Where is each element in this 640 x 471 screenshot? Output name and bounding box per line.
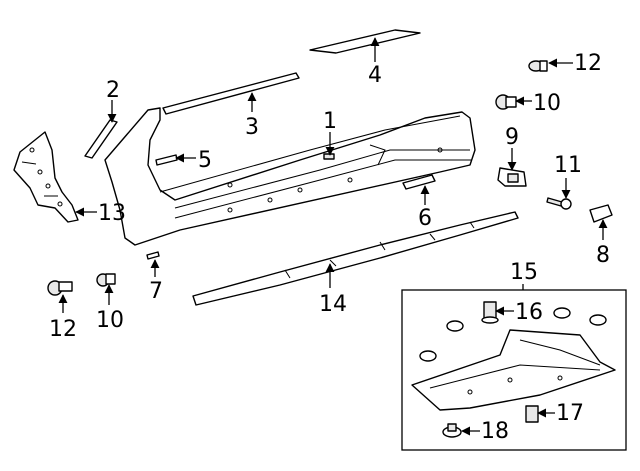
callout-labels: 1 2 4 3 5 6 7 8 9 10 11 12 12 10 13 14 1… [49, 51, 610, 444]
part-7-clip [146, 251, 160, 260]
part-3-belt-molding [162, 72, 300, 115]
part-14-lower-molding [192, 211, 519, 306]
callout-10-top: 10 [533, 91, 561, 116]
callout-14: 14 [319, 292, 347, 317]
part-10-clip-bottom [96, 273, 116, 287]
callout-17: 17 [556, 401, 584, 426]
part-10-clip-top [495, 94, 517, 110]
part-12-screw-top [528, 60, 548, 72]
callout-8: 8 [596, 243, 610, 268]
callout-12-bottom: 12 [49, 317, 77, 342]
callout-6: 6 [418, 206, 432, 231]
callout-5: 5 [198, 148, 212, 173]
part-16-nut [481, 301, 499, 324]
callout-2: 2 [106, 78, 120, 103]
part-2-trim-strip [84, 119, 118, 159]
part-11-screw [546, 197, 572, 210]
callout-11: 11 [554, 153, 582, 178]
callout-1: 1 [323, 109, 337, 134]
callout-18: 18 [481, 419, 509, 444]
part-9-bracket [497, 167, 527, 187]
callout-4: 4 [368, 63, 382, 88]
callout-7: 7 [149, 279, 163, 304]
part-15-box [401, 289, 627, 451]
callout-13: 13 [98, 201, 126, 226]
part-18-clip [442, 423, 462, 438]
callout-10-bottom: 10 [96, 308, 124, 333]
part-17-nut [525, 405, 539, 423]
callout-15: 15 [510, 260, 538, 285]
callout-12-top: 12 [574, 51, 602, 76]
callout-3: 3 [245, 115, 259, 140]
callout-9: 9 [505, 125, 519, 150]
leader-lines [58, 37, 608, 436]
part-13-bracket [13, 131, 79, 223]
part-8-cap [589, 204, 613, 223]
part-6-pad [402, 174, 436, 190]
part-4-upper-molding [309, 29, 421, 54]
callout-16: 16 [515, 300, 543, 325]
part-12-screw-bottom [47, 280, 73, 296]
part-1-rocker-panel [104, 107, 476, 246]
part-5-clip [155, 154, 178, 166]
